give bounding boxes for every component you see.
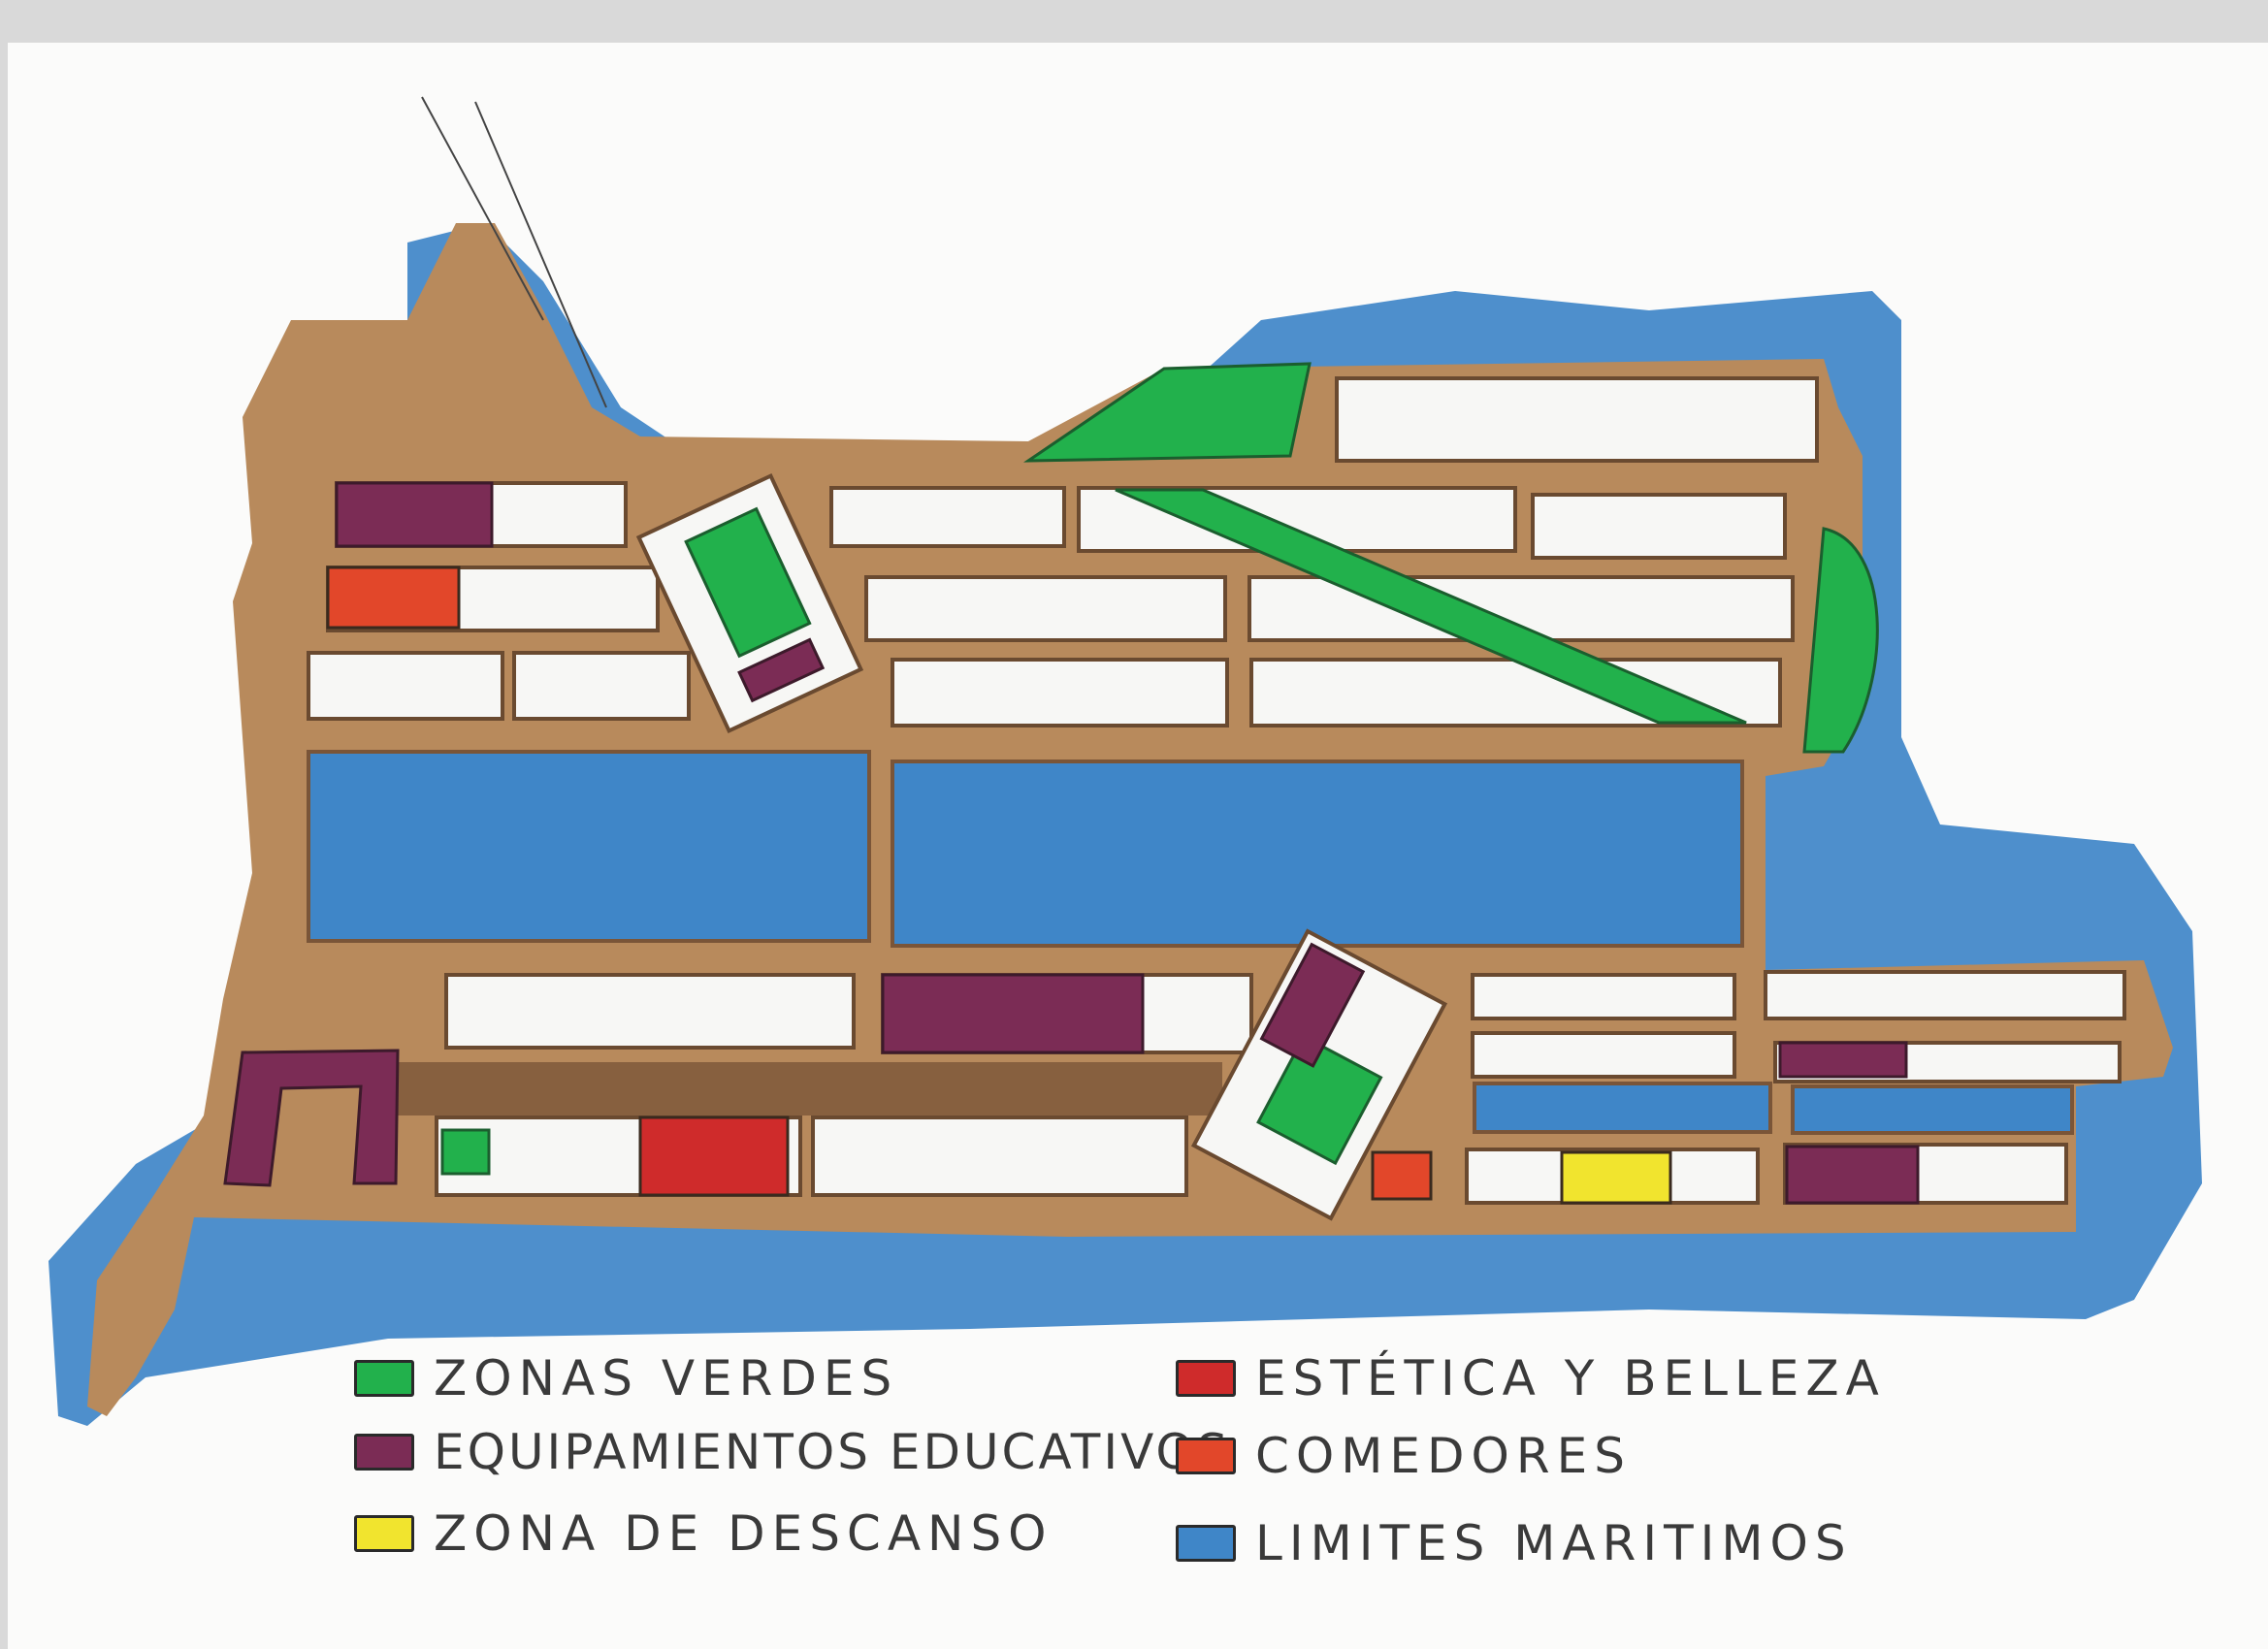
block xyxy=(811,1116,1188,1197)
basin-center xyxy=(891,760,1744,948)
green-zone-rotated-block xyxy=(684,506,812,659)
green-zone-lower-rotated xyxy=(1256,1034,1383,1166)
basin-lower-right xyxy=(1791,1084,2074,1135)
green-zone-diagonal xyxy=(1115,488,1747,725)
legend-item-zonas-verdes: ZONAS VERDES xyxy=(354,1350,898,1406)
edu-zone xyxy=(1778,1041,1908,1079)
legend-item-estetica: ESTÉTICA Y BELLEZA xyxy=(1176,1350,1886,1406)
educational-zones xyxy=(223,481,1920,1205)
green-zone-east-edge xyxy=(1802,527,1879,754)
edu-zone xyxy=(881,973,1145,1054)
service-zones xyxy=(326,566,1672,1205)
legend-label: EQUIPAMIENTOS EDUCATIVOS xyxy=(434,1424,1231,1480)
edu-zone xyxy=(1785,1145,1920,1205)
legend-item-comedores: COMEDORES xyxy=(1176,1428,1632,1484)
green-zone-small xyxy=(440,1128,491,1176)
basin-left xyxy=(307,750,871,943)
legend-label: ESTÉTICA Y BELLEZA xyxy=(1255,1350,1886,1406)
block xyxy=(1531,493,1787,560)
legend-swatch-blue xyxy=(1176,1525,1236,1562)
comedores-zone xyxy=(326,566,461,630)
edu-zone-rotated xyxy=(737,637,826,703)
edu-zone-rotated xyxy=(1259,942,1366,1068)
legend-label: COMEDORES xyxy=(1255,1428,1632,1484)
legend-swatch-yellow xyxy=(354,1515,414,1552)
legend-label: LIMITES MARITIMOS xyxy=(1255,1515,1853,1571)
legend-label: ZONAS VERDES xyxy=(434,1350,899,1406)
access-road-lines xyxy=(421,96,607,408)
estetica-zone xyxy=(638,1116,790,1197)
block xyxy=(864,575,1227,642)
legend-label: ZONA DE DESCANSO xyxy=(434,1505,1053,1562)
block xyxy=(307,651,504,721)
basin-lower-mid xyxy=(1473,1082,1772,1134)
legend-swatch-green xyxy=(354,1360,414,1397)
block xyxy=(1764,970,2126,1020)
legend-swatch-orange xyxy=(1176,1438,1236,1474)
descanso-zone xyxy=(1560,1150,1672,1205)
legend-item-zona-descanso: ZONA DE DESCANSO xyxy=(354,1505,1053,1562)
comedores-zone xyxy=(1371,1150,1433,1201)
block xyxy=(891,658,1229,728)
block xyxy=(1471,1031,1736,1079)
green-zones xyxy=(440,362,1879,1176)
block xyxy=(444,973,856,1050)
legend-swatch-purple xyxy=(354,1434,414,1471)
block xyxy=(512,651,691,721)
main-road-strip xyxy=(398,1062,1222,1116)
edu-zone xyxy=(335,481,494,548)
legend-item-limites: LIMITES MARITIMOS xyxy=(1176,1515,1853,1571)
block xyxy=(1335,376,1819,463)
edu-zone-u-shape xyxy=(223,1049,400,1187)
block xyxy=(1471,973,1736,1020)
block xyxy=(1249,658,1782,728)
block xyxy=(829,486,1066,548)
legend-item-equipamientos: EQUIPAMIENTOS EDUCATIVOS xyxy=(354,1424,1231,1480)
legend-swatch-red xyxy=(1176,1360,1236,1397)
green-zone-top xyxy=(1022,362,1312,463)
inner-basins xyxy=(307,750,2074,1135)
